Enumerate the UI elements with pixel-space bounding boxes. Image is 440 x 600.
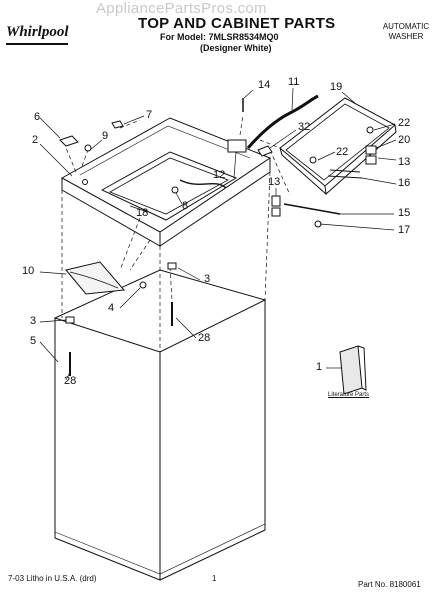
callout-1: 1 — [316, 361, 323, 373]
product-type-line2: WASHER — [388, 32, 424, 41]
callout-19: 19 — [330, 81, 343, 93]
callout-3-lower: 3 — [30, 315, 37, 327]
callout-2: 2 — [32, 134, 39, 146]
page-title: TOP AND CABINET PARTS — [138, 15, 336, 32]
lid-opening — [100, 151, 238, 221]
callout-16: 16 — [398, 177, 411, 189]
logo-underline — [6, 43, 68, 45]
callout-7: 7 — [146, 109, 153, 121]
callout-28-upper: 28 — [198, 332, 211, 344]
callout-12: 12 — [213, 169, 226, 181]
brand-logo: Whirlpool — [6, 24, 69, 40]
wire-harness — [246, 94, 319, 149]
callout-20: 20 — [398, 134, 411, 146]
callout-17: 17 — [398, 224, 411, 236]
lid-assembly — [279, 97, 397, 196]
callout-13-right: 13 — [398, 156, 411, 168]
literature-box — [339, 345, 363, 395]
product-type-line1: AUTOMATIC — [382, 22, 430, 31]
model-line: For Model: 7MLSR8534MQ0 — [160, 32, 279, 42]
lid-switch — [227, 139, 247, 153]
print-info: 7-03 Litho in U.S.A. (drd) — [8, 574, 97, 583]
callout-5: 5 — [30, 335, 37, 347]
literature-parts-label: Literature Parts — [328, 392, 370, 398]
washer-top-front-edge — [61, 178, 161, 247]
callout-32: 32 — [298, 121, 311, 133]
callout-28-lower: 28 — [64, 375, 77, 387]
model-description: (Designer White) — [200, 43, 272, 53]
callout-11: 11 — [288, 76, 300, 88]
callout-15: 15 — [398, 207, 411, 219]
callout-4: 4 — [108, 302, 115, 314]
callout-10: 10 — [22, 265, 35, 277]
callout-18: 18 — [136, 207, 149, 219]
end-cap — [65, 261, 125, 295]
product-type: AUTOMATIC WASHER — [380, 22, 432, 42]
callout-14: 14 — [258, 79, 271, 91]
callout-6: 6 — [34, 111, 41, 123]
callout-13-left: 13 — [268, 176, 281, 188]
page-number: 1 — [212, 574, 217, 583]
callout-3-upper: 3 — [204, 273, 211, 285]
watermark: AppliancePartsPros.com — [96, 0, 267, 17]
washer-top-panel — [60, 117, 272, 233]
part-number: Part No. 8180061 — [358, 580, 421, 589]
callout-8: 8 — [182, 200, 189, 212]
callout-9: 9 — [102, 130, 109, 142]
callout-22-upper: 22 — [398, 117, 411, 129]
callout-22-lower: 22 — [336, 146, 349, 158]
